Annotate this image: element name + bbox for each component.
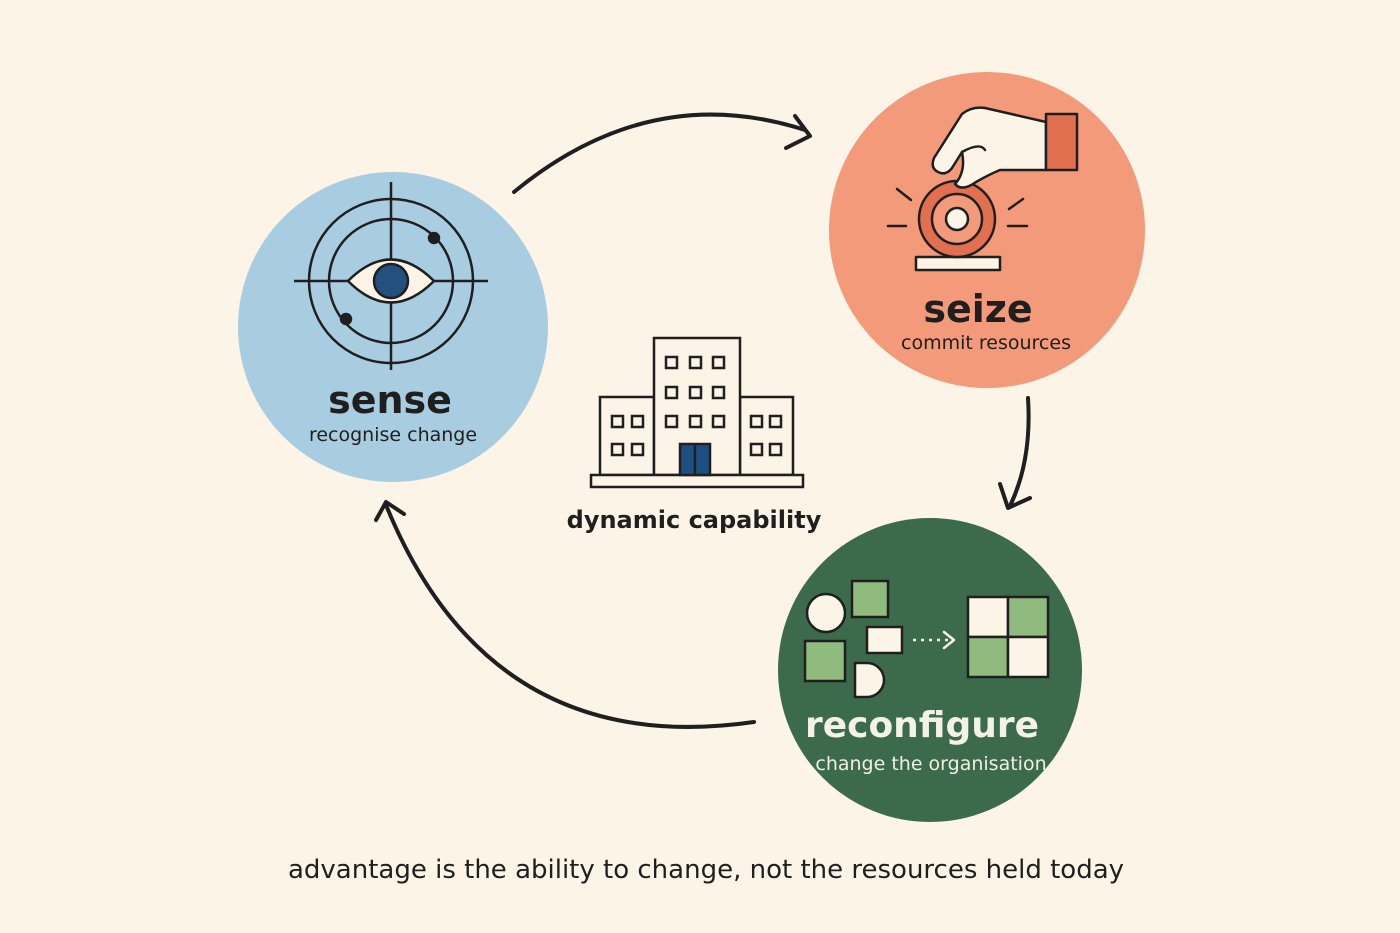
arrowhead-sense-to-seize <box>784 114 812 150</box>
arrow-sense-to-seize <box>512 112 807 194</box>
sense-subtitle: recognise change <box>309 424 477 446</box>
seize-subtitle: commit resources <box>901 332 1071 354</box>
reconfigure-subtitle: change the organisation <box>815 753 1046 775</box>
hand-button-icon <box>886 106 1079 272</box>
seize-title: seize <box>923 287 1032 331</box>
arrowhead-reconfigure-to-sense <box>374 500 406 522</box>
rearrange-blocks-icon <box>803 579 1050 699</box>
center-label: dynamic capability <box>567 506 822 534</box>
arrowhead-seize-to-reconfigure <box>998 482 1032 510</box>
node-reconfigure: reconfigure change the organisation <box>778 518 1082 822</box>
eye-radar-icon <box>294 182 488 370</box>
caption: advantage is the ability to change, not … <box>288 855 1124 885</box>
building-icon <box>589 336 805 489</box>
arrow-reconfigure-to-sense <box>384 503 756 729</box>
center-building: dynamic capability <box>567 336 822 534</box>
node-sense: sense recognise change <box>238 172 548 482</box>
node-seize: seize commit resources <box>829 72 1145 388</box>
sense-title: sense <box>328 378 452 422</box>
reconfigure-title: reconfigure <box>805 705 1039 746</box>
arrow-seize-to-reconfigure <box>1008 396 1031 508</box>
